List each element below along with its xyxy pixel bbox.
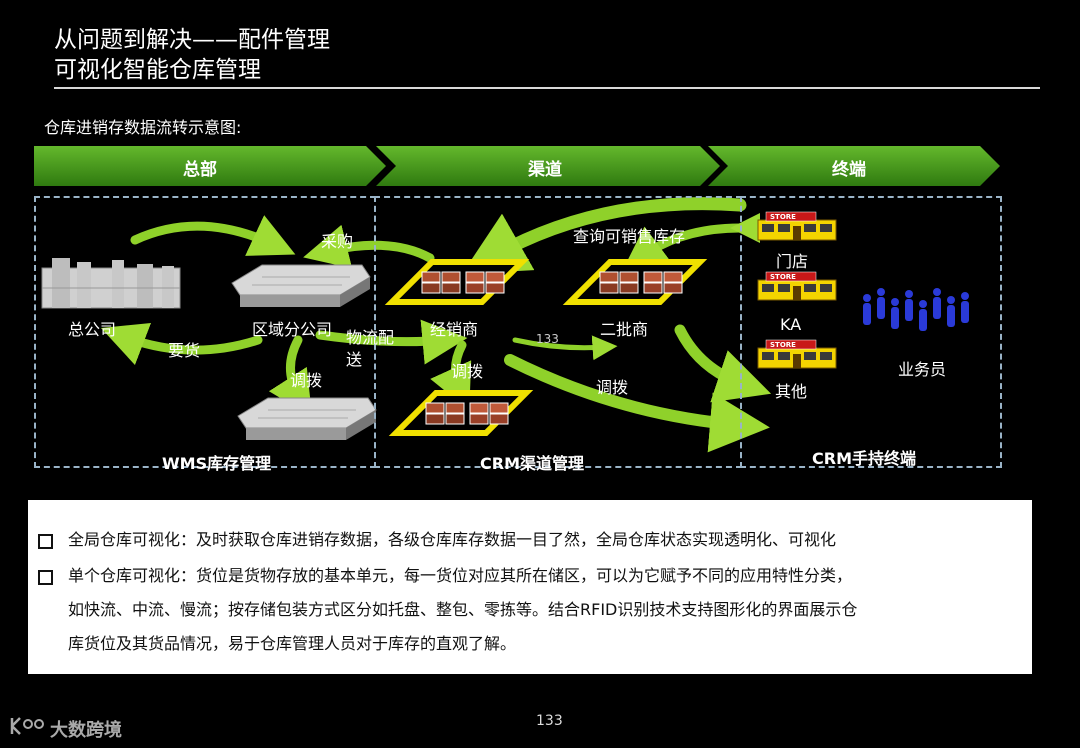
node-head-company: 总公司	[68, 316, 116, 340]
page-number: 133	[536, 713, 563, 729]
system-crm-handheld: CRM手持终端	[812, 445, 916, 469]
node-salesperson: 业务员	[898, 356, 946, 380]
bullet-square-icon	[38, 534, 53, 549]
flow-query-stock: 查询可销售库存	[573, 223, 685, 247]
band-label-terminal: 终端	[832, 155, 866, 180]
notes-panel: 全局仓库可视化：及时获取仓库进销存数据，各级仓库库存数据一目了然，全局仓库状态实…	[28, 500, 1032, 674]
note-item-2-line-1: 单个仓库可视化：货位是货物存放的基本单元，每一货位对应其所在储区，可以为它赋予不…	[68, 560, 852, 592]
note-item-2-line-2: 如快流、中流、慢流；按存储包装方式区分如托盘、整包、零拣等。结合RFID识别技术…	[68, 594, 857, 626]
system-wms: WMS库存管理	[162, 450, 271, 474]
flow-logistics: 物流配 送	[346, 327, 394, 371]
system-crm-channel: CRM渠道管理	[480, 450, 584, 474]
note-item-1: 全局仓库可视化：及时获取仓库进销存数据，各级仓库库存数据一目了然，全局仓库状态实…	[68, 524, 836, 556]
flow-request-goods: 要货	[168, 337, 200, 361]
flow-purchase: 采购	[321, 228, 353, 252]
flow-stray-number: 133	[536, 332, 559, 346]
flow-transfer-branch: 调拨	[290, 367, 322, 391]
note-item-2-line-3: 库货位及其货品情况，易于仓库管理人员对于库存的直观了解。	[68, 628, 516, 660]
node-ka: KA	[780, 315, 801, 334]
bullet-square-icon	[38, 570, 53, 585]
node-store: 门店	[776, 248, 808, 272]
band-label-hq: 总部	[183, 155, 217, 180]
logo-text: 大数跨境	[50, 716, 122, 742]
flow-transfer-dealer: 调拨	[451, 358, 483, 382]
node-dealer: 经销商	[430, 316, 478, 340]
flow-transfer-terminal: 调拨	[596, 374, 628, 398]
logo-icon	[8, 714, 48, 738]
node-regional-branch: 区域分公司	[252, 316, 332, 340]
band-label-channel: 渠道	[528, 155, 562, 180]
node-second-dealer: 二批商	[600, 316, 648, 340]
node-others: 其他	[775, 378, 807, 402]
